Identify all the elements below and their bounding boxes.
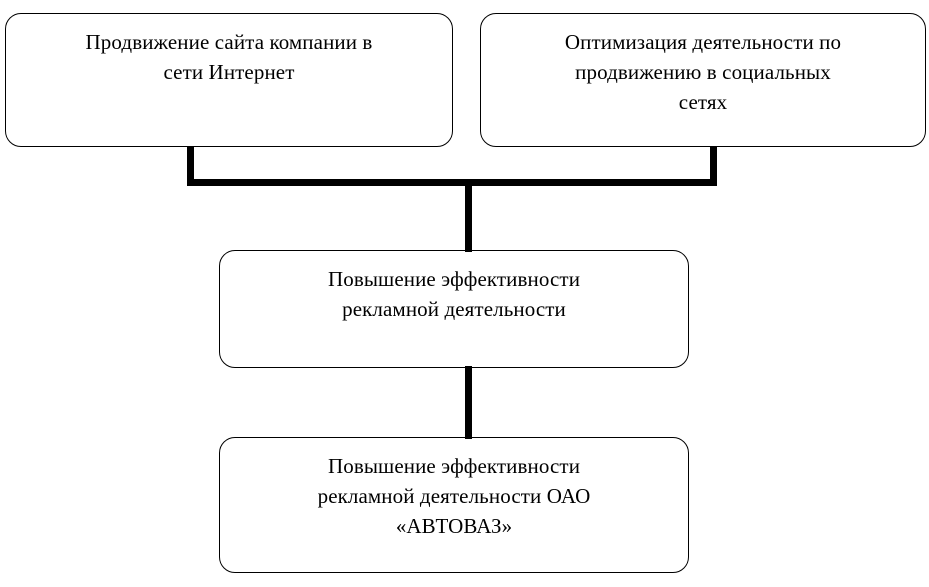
- node-text-line: Продвижение сайта компании в: [85, 30, 373, 54]
- node-text-line: Повышение эффективности: [327, 267, 581, 291]
- node-text-line: сетях: [678, 89, 728, 114]
- node-text-line: Повышение эффективности: [327, 454, 581, 478]
- node-text-line: Оптимизация деятельности по: [564, 30, 842, 54]
- node-text-line: сети Интернет: [163, 59, 295, 84]
- node-website-promotion: Продвижение сайта компании в сети Интерн…: [5, 13, 453, 147]
- node-text-line: «АВТОВАЗ»: [395, 513, 513, 538]
- connector-to-middle-node: [465, 182, 472, 252]
- node-social-media-optimization: Оптимизация деятельности по продвижению …: [480, 13, 926, 147]
- node-text-line: рекламной деятельности: [342, 296, 566, 321]
- connector-left-vertical: [187, 146, 194, 186]
- connector-horizontal-join: [187, 179, 717, 186]
- node-advertising-effectiveness: Повышение эффективности рекламной деятел…: [219, 250, 689, 368]
- node-text-line: продвижению в социальных: [575, 59, 831, 84]
- connector-middle-to-bottom-node: [465, 366, 472, 439]
- connector-right-vertical: [710, 146, 717, 186]
- node-avtovaz-advertising-effectiveness: Повышение эффективности рекламной деятел…: [219, 437, 689, 573]
- node-text-line: рекламной деятельности ОАО: [317, 483, 591, 508]
